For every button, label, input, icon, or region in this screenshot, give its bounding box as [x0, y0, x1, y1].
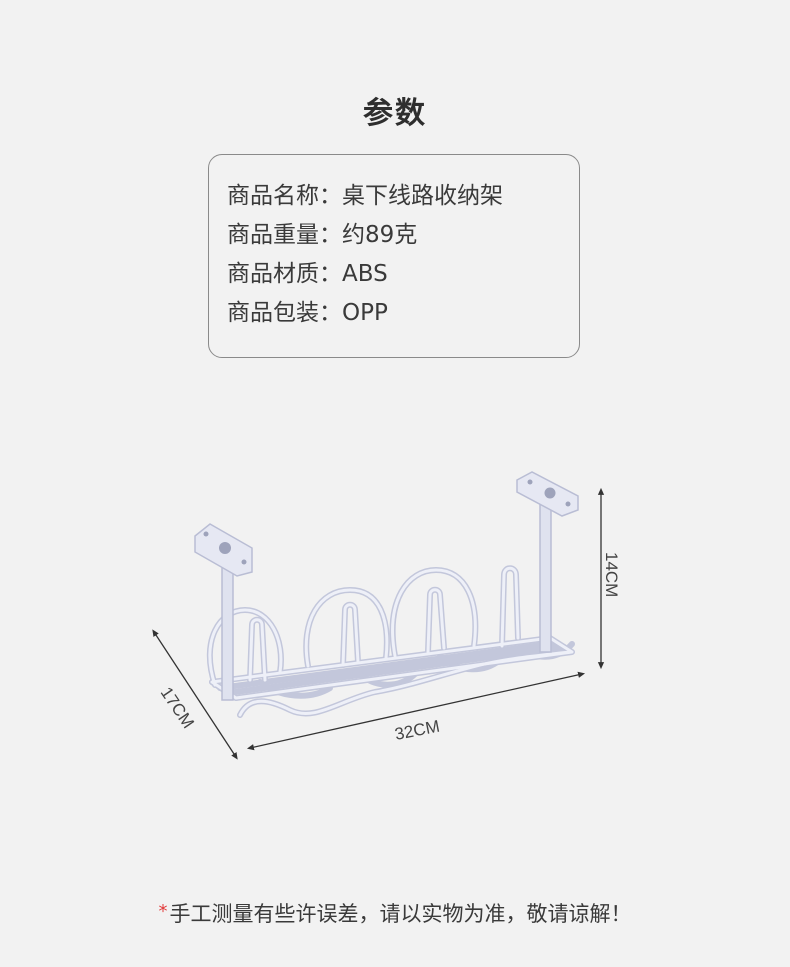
spec-row-name: 商品名称：桌下线路收纳架	[227, 177, 579, 216]
spec-value: 约89克	[342, 222, 418, 248]
measurement-disclaimer: *手工测量有些许误差，请以实物为准，敬请谅解！	[0, 898, 790, 928]
right-mount-post	[516, 471, 579, 653]
depth-dimension-label: 17CM	[157, 684, 198, 732]
spec-row-weight: 商品重量：约89克	[227, 216, 579, 255]
product-illustration: 32CM 17CM 14CM	[152, 471, 621, 760]
asterisk-mark: *	[158, 901, 168, 922]
width-dimension-label: 32CM	[393, 717, 441, 744]
spec-row-material: 商品材质：ABS	[227, 255, 579, 294]
spec-value: 桌下线路收纳架	[342, 183, 503, 209]
depth-dimension-line	[152, 629, 238, 760]
spec-value: OPP	[342, 300, 388, 326]
spec-row-packaging: 商品包装：OPP	[227, 294, 579, 333]
page-title: 参数	[363, 96, 427, 131]
height-dimension-label: 14CM	[602, 552, 621, 597]
disclaimer-text: 手工测量有些许误差，请以实物为准，敬请谅解！	[169, 902, 632, 926]
width-dimension-line	[246, 671, 586, 751]
spec-value: ABS	[342, 261, 388, 287]
spec-label: 商品材质：	[227, 261, 342, 287]
spec-box: 商品名称：桌下线路收纳架 商品重量：约89克 商品材质：ABS 商品包装：OPP	[208, 154, 580, 358]
spec-label: 商品名称：	[227, 183, 342, 209]
spec-label: 商品重量：	[227, 222, 342, 248]
spec-label: 商品包装：	[227, 300, 342, 326]
